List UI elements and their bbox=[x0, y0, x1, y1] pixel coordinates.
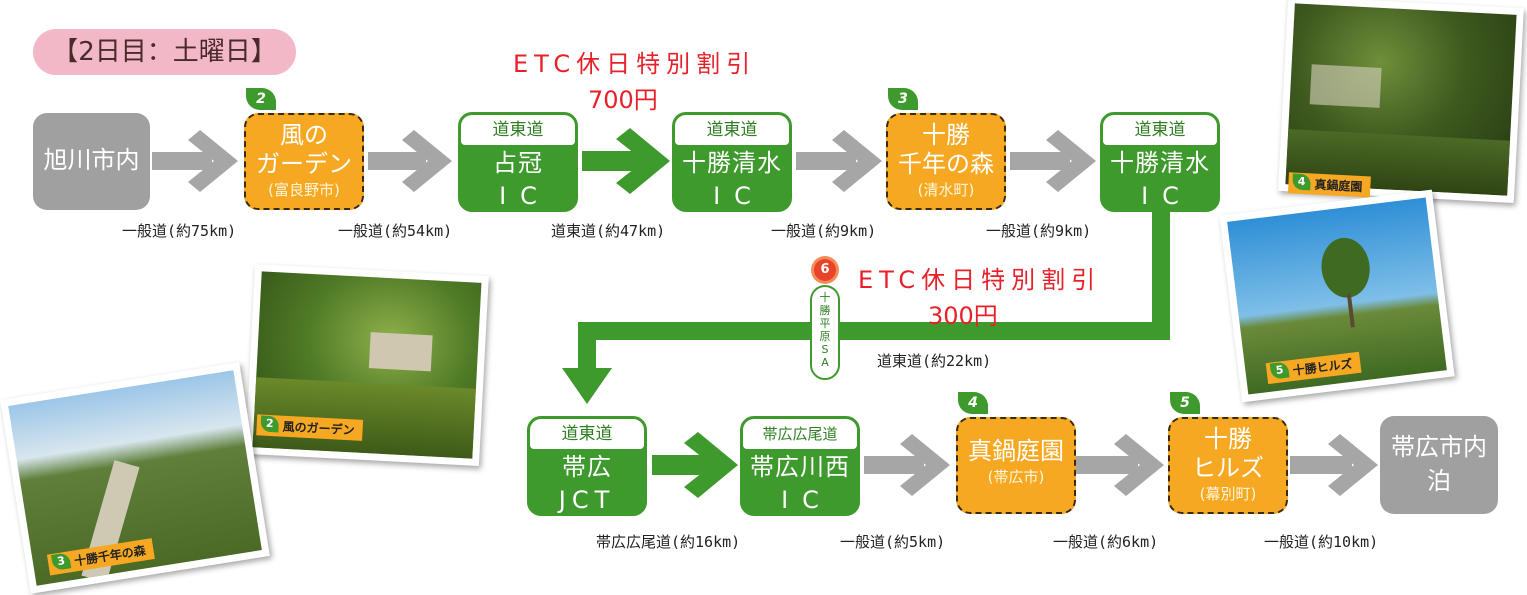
node-label: 帯広川西 bbox=[750, 453, 850, 481]
spot-number: 3 bbox=[51, 552, 72, 571]
distance-label: 道東道(約22km) bbox=[877, 352, 992, 370]
distance-label: 一般道(約54km) bbox=[338, 222, 453, 240]
spot-number: 4 bbox=[1292, 173, 1311, 191]
node-obihiro-jct: 道東道 帯広 JCT bbox=[527, 416, 647, 516]
spot-number: 2 bbox=[260, 415, 280, 433]
node-label: IC bbox=[781, 486, 833, 514]
spot-number: 5 bbox=[1269, 361, 1290, 380]
road-name: 帯広広尾道 bbox=[743, 419, 857, 449]
distance-label: 一般道(約75km) bbox=[122, 222, 237, 240]
distance-label: 一般道(約9km) bbox=[986, 222, 1092, 240]
node-label: ヒルズ bbox=[1192, 454, 1264, 482]
node-label: ガーデン bbox=[256, 150, 352, 178]
node-kaze-garden: 風の ガーデン (富良野市) bbox=[244, 113, 364, 210]
etc-discount-price: 700円 bbox=[588, 86, 658, 114]
node-obihiro-city: 帯広市内 泊 bbox=[1380, 416, 1498, 514]
node-obihiro-kawanishi-ic: 帯広広尾道 帯広川西 IC bbox=[740, 416, 860, 516]
distance-label: 一般道(約5km) bbox=[840, 533, 946, 551]
photo-caption-text: 十勝ヒルズ bbox=[1291, 356, 1354, 378]
distance-label: 一般道(約10km) bbox=[1264, 533, 1379, 551]
node-label: JCT bbox=[558, 486, 616, 514]
arrow-gray bbox=[368, 130, 452, 192]
sa-name: 十勝平原SA bbox=[819, 291, 831, 369]
arrow-gray bbox=[152, 130, 238, 192]
node-label: IC bbox=[1141, 182, 1193, 210]
sa-badge: 6 bbox=[814, 259, 836, 281]
node-label: 真鍋庭園 bbox=[968, 437, 1064, 465]
node-label: 風の bbox=[280, 121, 328, 149]
garden-photo bbox=[1285, 3, 1517, 196]
node-label: 十勝 bbox=[1204, 425, 1252, 453]
photo-sennen-mori: 3 十勝千年の森 bbox=[0, 362, 270, 594]
service-area-tokachi-heigen: 十勝平原SA bbox=[810, 285, 840, 380]
arrow-green bbox=[652, 432, 738, 498]
node-manabe-teien: 真鍋庭園 (帯広市) bbox=[956, 417, 1076, 514]
node-tokachi-shimizu-ic-2: 道東道 十勝清水 IC bbox=[1100, 112, 1220, 212]
etc-discount-label: ETC休日特別割引 bbox=[858, 266, 1102, 294]
road-name: 道東道 bbox=[1103, 115, 1217, 145]
photo-caption-text: 風のガーデン bbox=[282, 419, 355, 438]
node-tokachi-hills: 十勝 ヒルズ (幕別町) bbox=[1168, 417, 1288, 514]
spot-badge: 4 bbox=[958, 392, 988, 414]
photo-manabe-teien: 4 真鍋庭園 bbox=[1278, 0, 1524, 204]
arrow-gray bbox=[1290, 434, 1378, 496]
node-label: 占冠 bbox=[493, 149, 543, 177]
node-shimukappu-ic: 道東道 占冠 IC bbox=[458, 112, 578, 212]
node-label: IC bbox=[499, 182, 551, 210]
etc-discount-label: ETC休日特別割引 bbox=[513, 50, 757, 78]
distance-label: 一般道(約6km) bbox=[1053, 533, 1159, 551]
node-asahikawa: 旭川市内 bbox=[33, 113, 150, 210]
node-location: (清水町) bbox=[917, 181, 975, 199]
arrow-gray bbox=[796, 130, 882, 192]
etc-discount-price: 300円 bbox=[928, 302, 998, 330]
node-label: 泊 bbox=[1427, 467, 1451, 495]
node-label: 十勝清水 bbox=[682, 149, 782, 177]
arrow-gray bbox=[1010, 130, 1096, 192]
node-tokachi-shimizu-ic: 道東道 十勝清水 IC bbox=[672, 112, 792, 212]
photo-caption: 4 真鍋庭園 bbox=[1287, 172, 1371, 198]
photo-tokachi-hills: 5 十勝ヒルズ bbox=[1219, 189, 1455, 403]
node-sennen-mori: 十勝 千年の森 (清水町) bbox=[886, 113, 1006, 210]
spot-badge: 2 bbox=[246, 88, 276, 110]
road-name: 道東道 bbox=[530, 419, 644, 449]
node-label: 十勝清水 bbox=[1110, 149, 1210, 177]
arrow-green bbox=[582, 128, 670, 194]
node-label: IC bbox=[713, 182, 765, 210]
arrow-gray bbox=[1076, 434, 1164, 496]
node-label: 千年の森 bbox=[898, 150, 994, 178]
distance-label: 道東道(約47km) bbox=[551, 222, 666, 240]
road-name: 道東道 bbox=[675, 115, 789, 145]
distance-label: 帯広広尾道(約16km) bbox=[596, 533, 741, 551]
photo-kaze-garden: 2 風のガーデン bbox=[245, 264, 489, 466]
arrow-gray bbox=[864, 434, 950, 496]
node-label: 旭川市内 bbox=[43, 146, 140, 174]
node-label: 帯広 bbox=[562, 453, 612, 481]
distance-label: 一般道(約9km) bbox=[771, 222, 877, 240]
node-location: (幕別町) bbox=[1199, 485, 1257, 503]
spot-badge: 3 bbox=[888, 88, 918, 110]
node-location: (帯広市) bbox=[987, 468, 1045, 486]
road-name: 道東道 bbox=[461, 115, 575, 145]
node-location: (富良野市) bbox=[268, 181, 340, 199]
day-label: 【2日目：土曜日】 bbox=[33, 29, 296, 75]
spot-badge: 5 bbox=[1170, 392, 1200, 414]
expressway-line bbox=[562, 212, 1170, 404]
node-label: 十勝 bbox=[922, 121, 970, 149]
node-label: 帯広市内 bbox=[1391, 433, 1487, 461]
photo-caption-text: 真鍋庭園 bbox=[1314, 177, 1363, 195]
